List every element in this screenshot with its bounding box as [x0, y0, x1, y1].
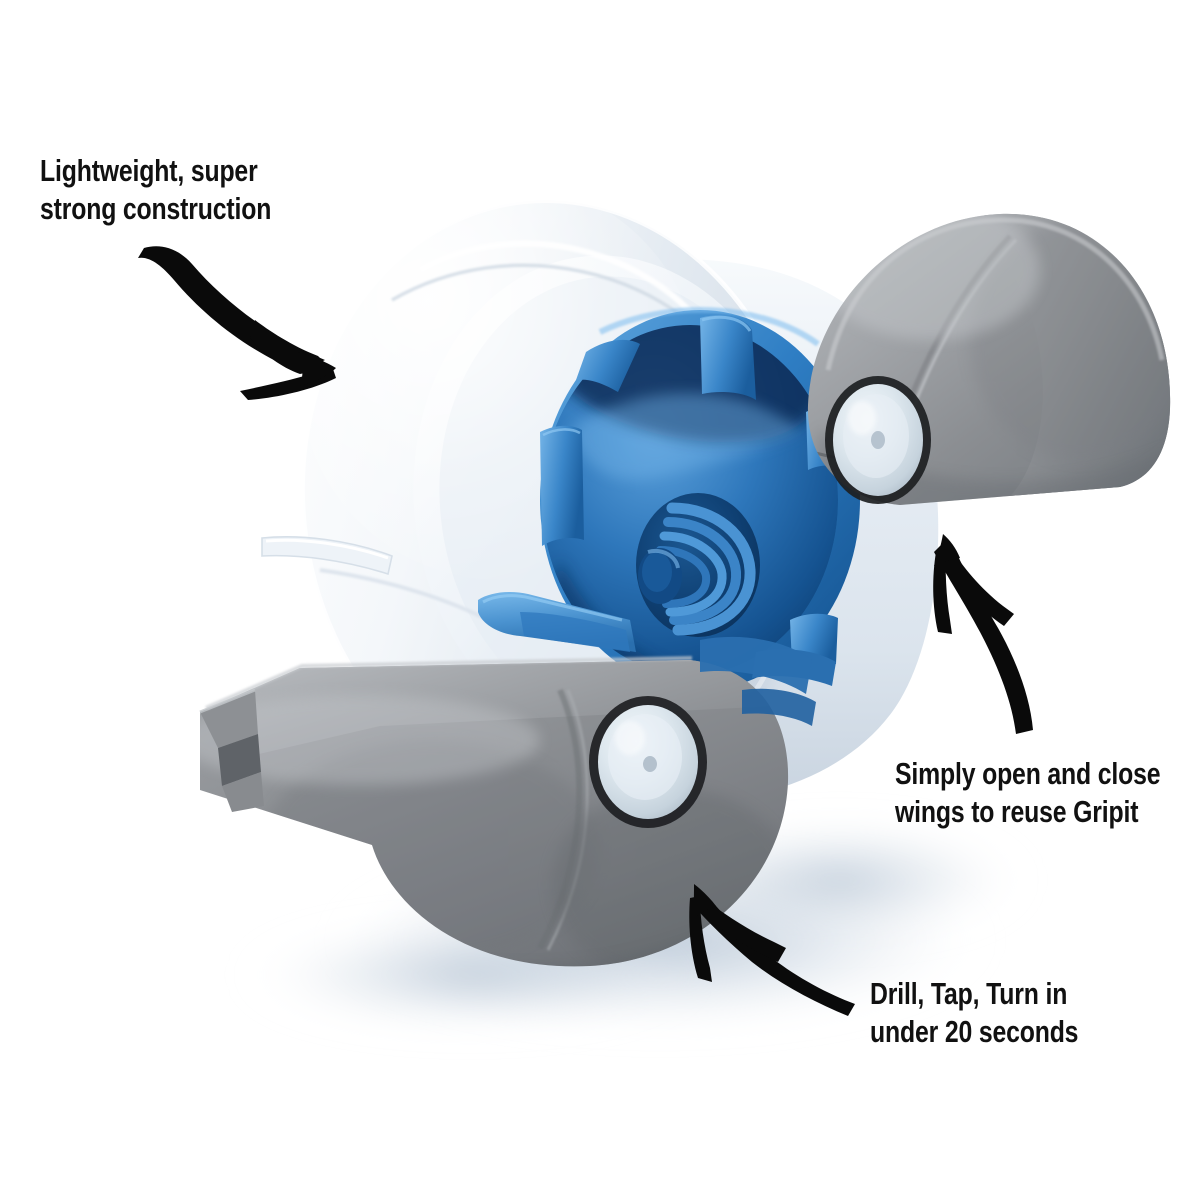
callout-wings-line2: wings to reuse Gripit — [895, 794, 1139, 829]
wing-notch — [199, 688, 264, 812]
blue-tab-lower — [478, 592, 636, 652]
pivot-pin-lower — [589, 696, 707, 828]
callout-lightweight-line2: strong construction — [40, 191, 272, 226]
callout-speed-line1: Drill, Tap, Turn in — [870, 976, 1068, 1011]
callout-lightweight: Lightweight, super strong construction — [40, 152, 271, 228]
blue-rear-details — [700, 636, 816, 726]
pivot-pin-upper — [825, 376, 931, 504]
callout-speed: Drill, Tap, Turn in under 20 seconds — [870, 975, 1078, 1051]
callout-speed-line2: under 20 seconds — [870, 1014, 1079, 1049]
callout-wings: Simply open and close wings to reuse Gri… — [895, 755, 1161, 831]
flange-tab — [261, 536, 493, 624]
threaded-bore — [636, 493, 760, 637]
callout-wings-line1: Simply open and close — [895, 756, 1161, 791]
wing-upper-right — [807, 213, 1171, 506]
callout-lightweight-line1: Lightweight, super — [40, 153, 258, 188]
